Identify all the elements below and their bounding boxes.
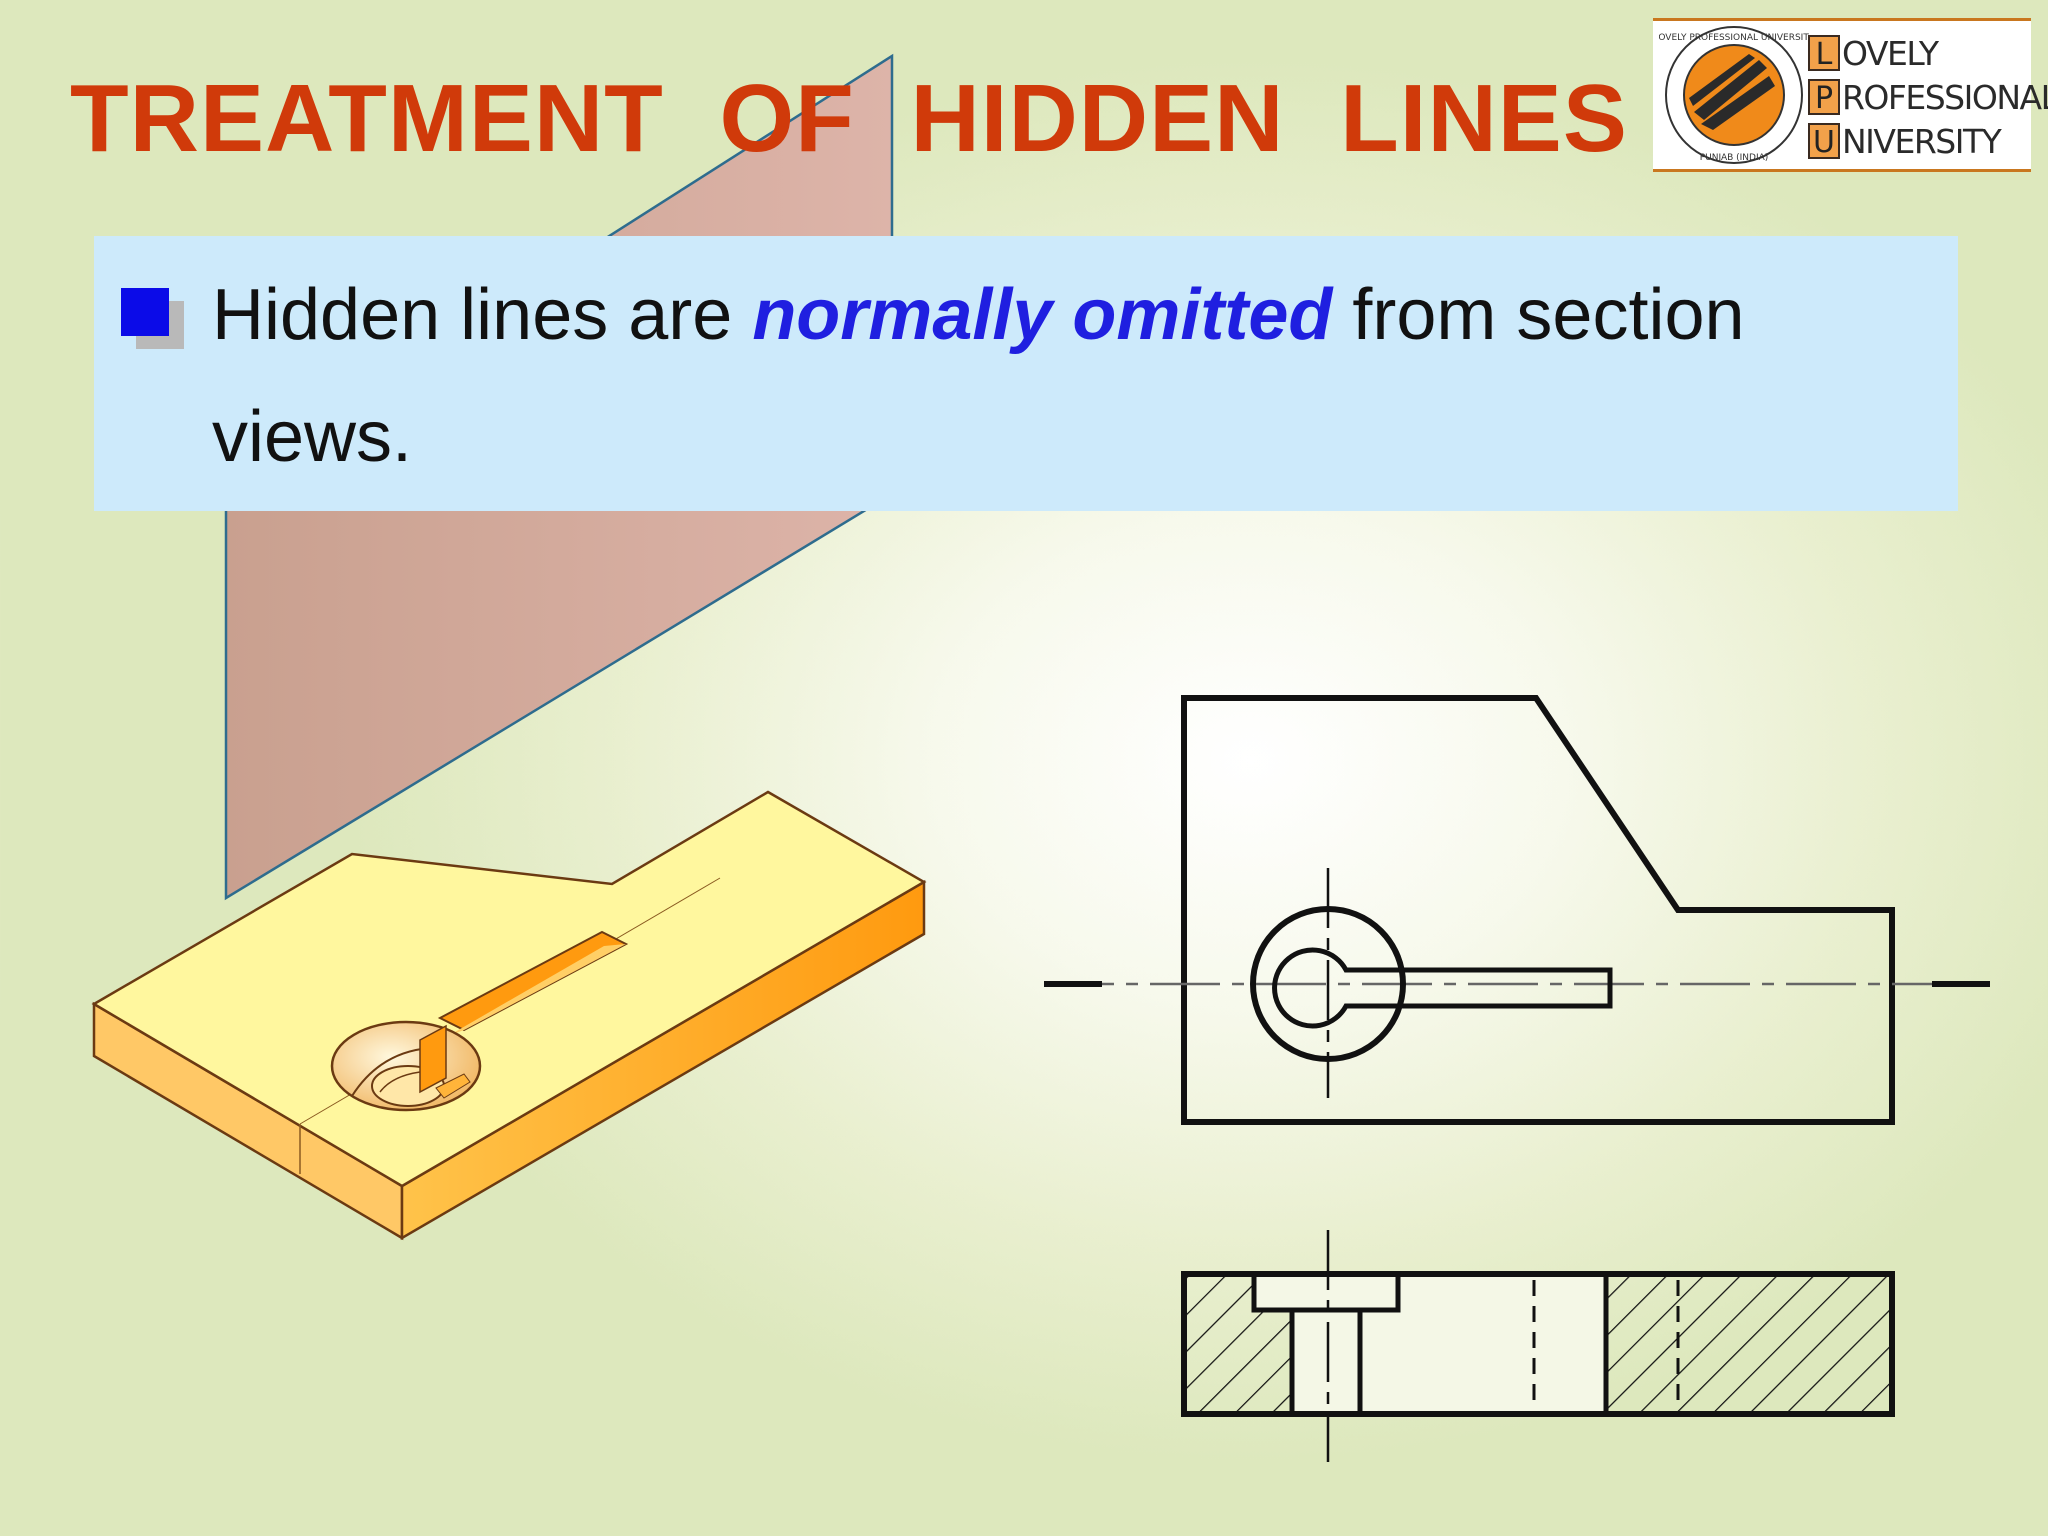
section-view bbox=[1181, 1230, 1895, 1462]
square-bullet-icon bbox=[121, 288, 169, 336]
bullet-emphasis: normally omitted bbox=[752, 275, 1333, 355]
logo-word: ROFESSIONAL bbox=[1842, 77, 2048, 117]
bullet-text-end: from section views. bbox=[212, 275, 1745, 477]
bullet-text: Hidden lines are normally omitted from s… bbox=[212, 254, 1932, 498]
section-hatch-right bbox=[1606, 1274, 1892, 1414]
slide-title: TREATMENT OF HIDDEN LINES bbox=[70, 65, 1628, 172]
logo-initial: P bbox=[1808, 79, 1840, 116]
seal-bottom-text: PUNJAB (INDIA) bbox=[1700, 153, 1769, 163]
logo-wordmark: L OVELY P ROFESSIONAL U NIVERSITY bbox=[1808, 31, 2048, 163]
section-outline bbox=[1181, 1271, 1895, 1417]
university-logo: LOVELY PROFESSIONAL UNIVERSITY PUNJAB (I… bbox=[1653, 18, 2048, 172]
isometric-part bbox=[91, 790, 927, 1241]
logo-word: OVELY bbox=[1842, 33, 1939, 73]
logo-row: L OVELY bbox=[1808, 31, 2048, 75]
logo-row: U NIVERSITY bbox=[1808, 119, 2048, 163]
counterbore-circle bbox=[1250, 906, 1406, 1062]
top-view bbox=[1044, 695, 1990, 1125]
top-view-outline bbox=[1181, 695, 1895, 1125]
logo-row: P ROFESSIONAL bbox=[1808, 75, 2048, 119]
slot-outline bbox=[1272, 947, 1613, 1029]
logo-initial: L bbox=[1808, 35, 1840, 72]
bullet-callout: Hidden lines are normally omitted from s… bbox=[94, 236, 1958, 511]
logo-word: NIVERSITY bbox=[1842, 121, 2002, 161]
seal-top-text: LOVELY PROFESSIONAL UNIVERSITY bbox=[1659, 33, 1809, 43]
logo-initial: U bbox=[1808, 123, 1840, 160]
seal-icon: LOVELY PROFESSIONAL UNIVERSITY PUNJAB (I… bbox=[1659, 26, 1809, 164]
bullet-text-start: Hidden lines are bbox=[212, 275, 753, 355]
